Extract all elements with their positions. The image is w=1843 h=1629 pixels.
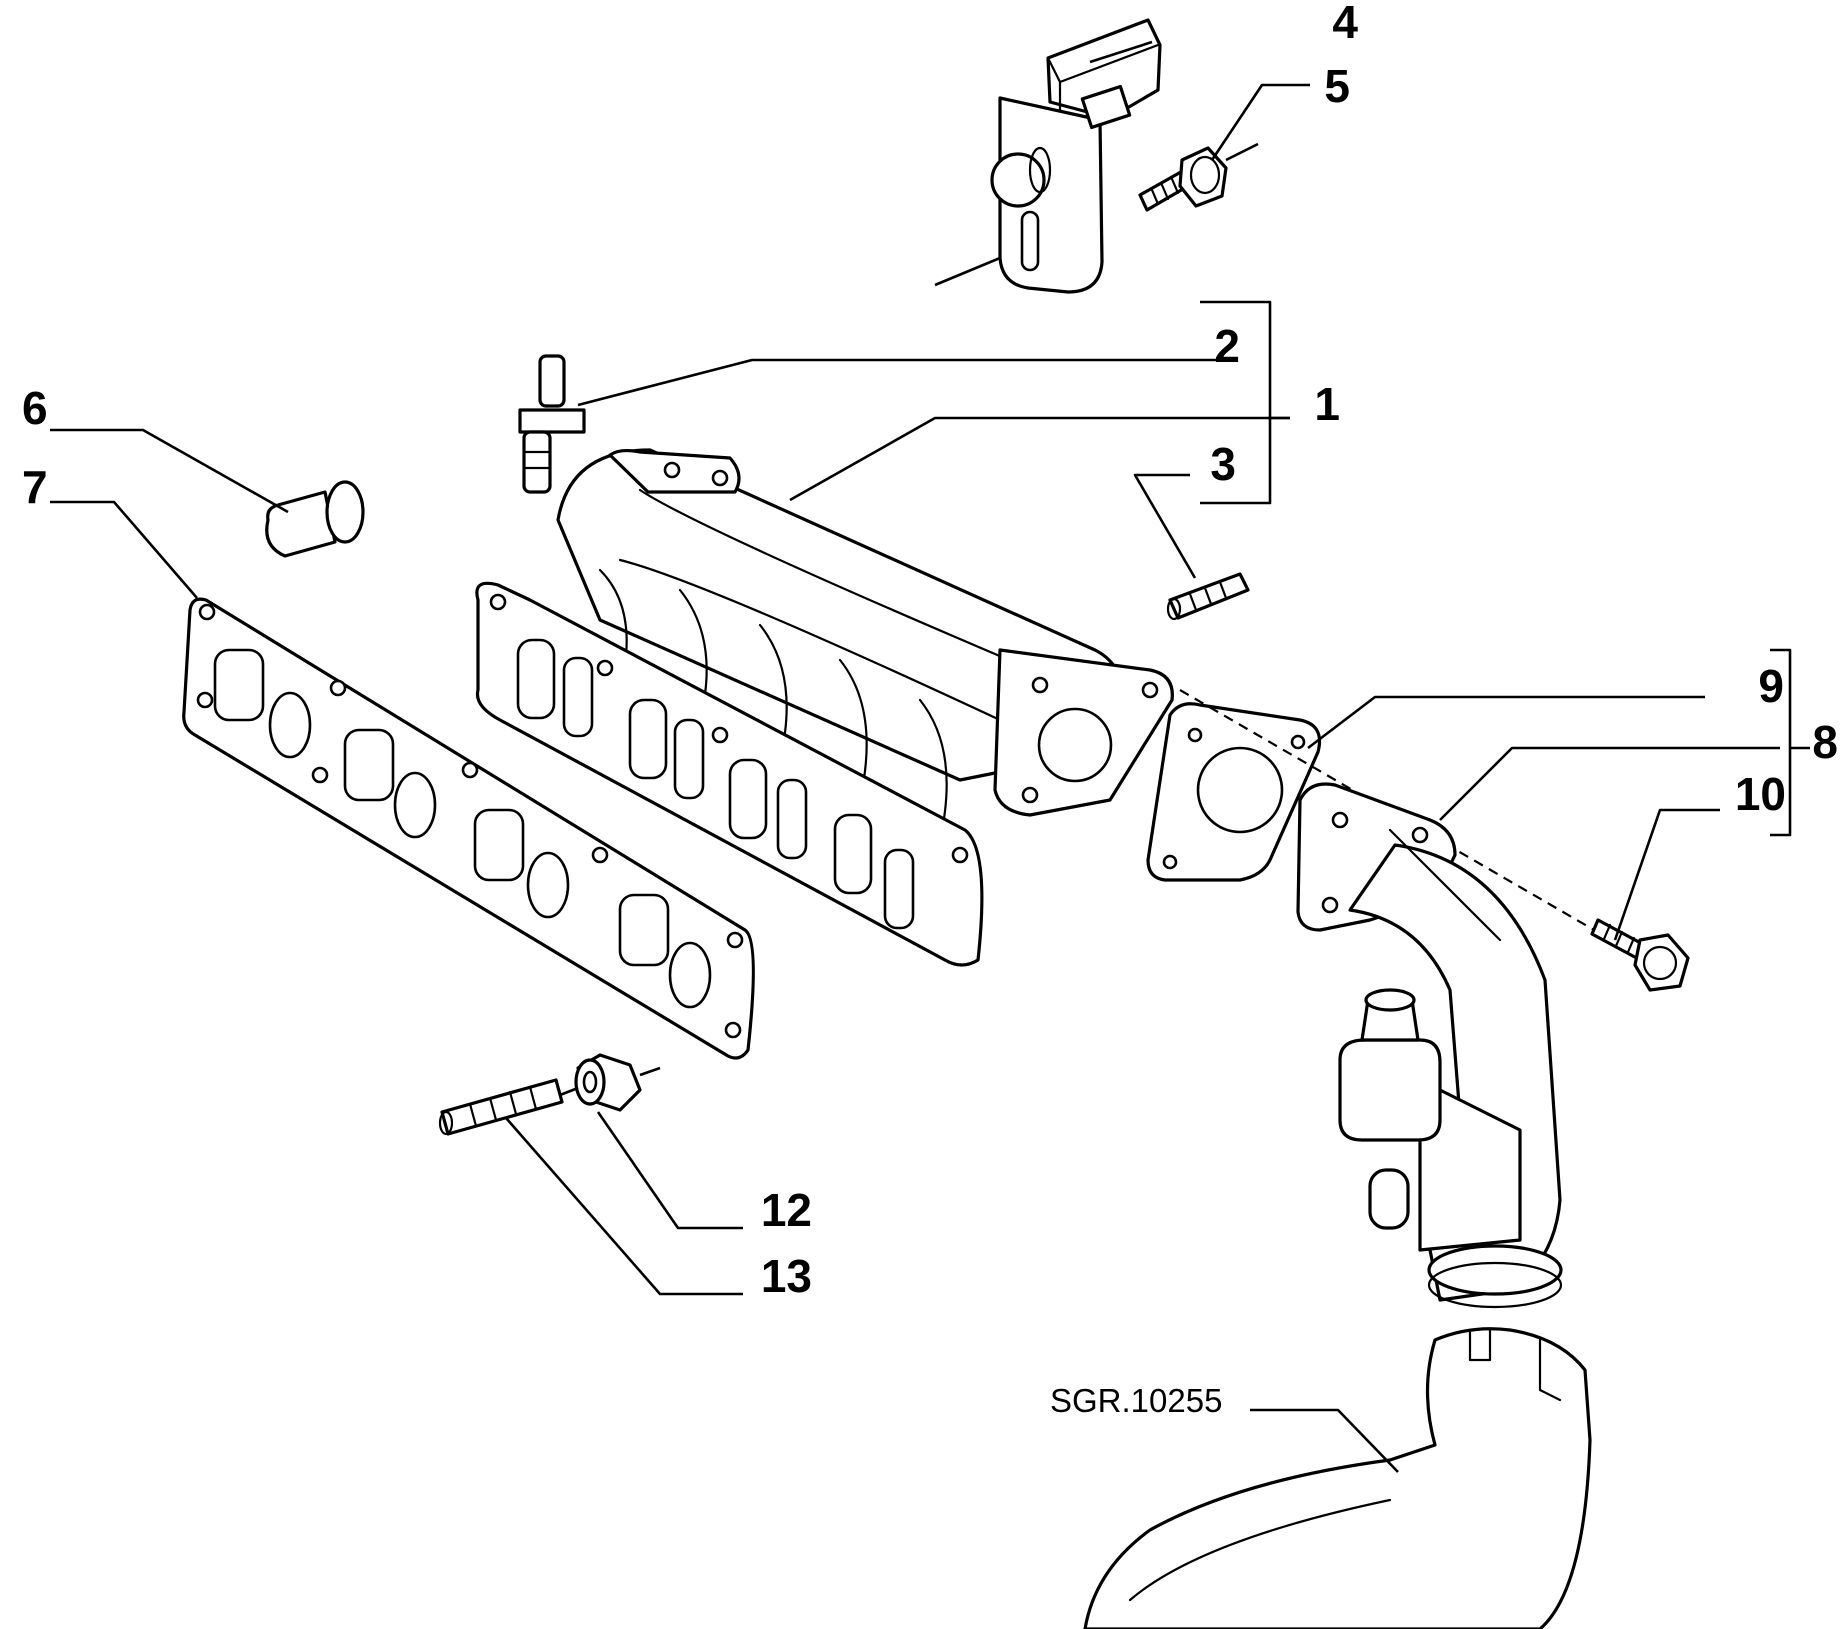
callout-label-1: 1	[1314, 378, 1340, 430]
part-4-sensor	[934, 18, 1162, 294]
callout-label-13: 13	[761, 1250, 812, 1302]
part-13-stud	[438, 1078, 564, 1136]
callout-label-5: 5	[1324, 60, 1350, 112]
hose-segment	[1083, 1327, 1592, 1629]
part-12-nut	[559, 1053, 661, 1112]
part-7-manifold-gasket	[182, 597, 755, 1060]
callout-label-9: 9	[1758, 660, 1784, 712]
callout-label-12: 12	[761, 1184, 812, 1236]
callout-label-4: 4	[1332, 0, 1358, 48]
callout-label-3: 3	[1210, 438, 1236, 490]
drawing-reference-code: SGR.10255	[1050, 1382, 1222, 1419]
part-8-egr-elbow	[1296, 782, 1563, 1309]
part-5-bolt	[1138, 142, 1259, 212]
callout-label-7: 7	[22, 461, 48, 513]
callout-label-8: 8	[1812, 716, 1838, 768]
callout-label-10: 10	[1735, 768, 1786, 820]
part-6-plug	[265, 480, 365, 558]
callout-label-2: 2	[1214, 320, 1240, 372]
part-2-stud	[518, 354, 586, 494]
part-1-intake-manifold	[475, 448, 1174, 967]
group-brackets	[1200, 300, 1810, 837]
part-9-flange-gasket	[1146, 702, 1322, 882]
part-3-stud	[1166, 572, 1250, 621]
callout-label-6: 6	[22, 382, 48, 434]
part-10-bolt	[1590, 918, 1690, 992]
leader-lines	[50, 40, 1780, 1473]
